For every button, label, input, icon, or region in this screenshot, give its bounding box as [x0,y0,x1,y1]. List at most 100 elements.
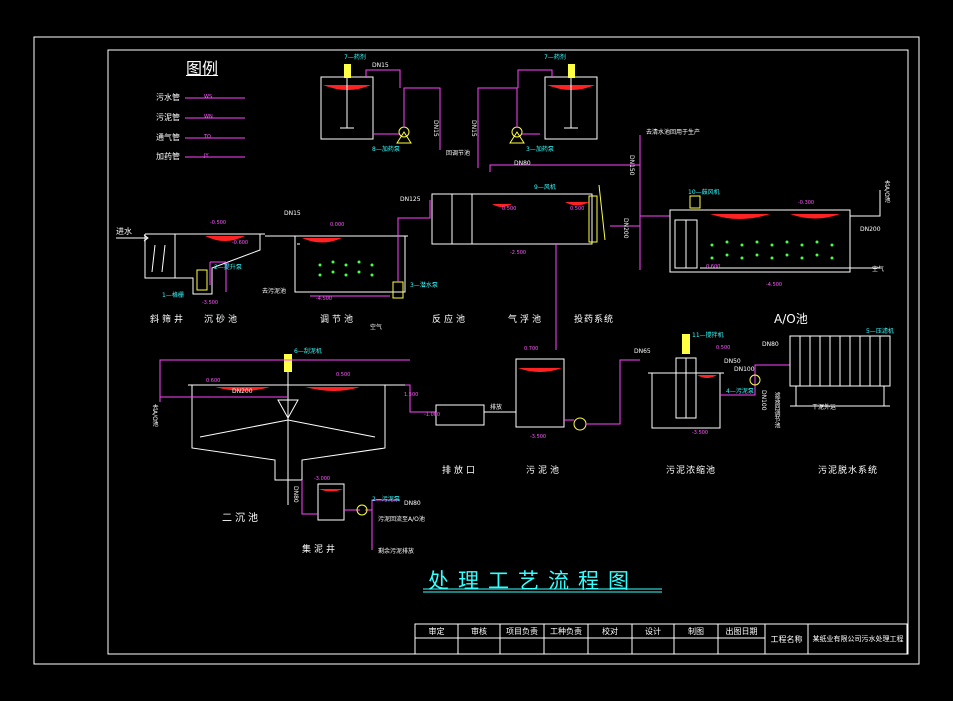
water-level-clarifier [215,387,270,391]
label-dosing-system: 投药系统 [574,315,615,325]
outer-frame [33,36,920,665]
annotation-clean-water-reuse: 去清水池回用于生产 [646,129,701,136]
water-level-sludge [518,368,562,372]
elevation-10: 0.600 [706,264,721,270]
ao-outlet-pipe [850,190,881,217]
clarifier-scraper [284,354,292,372]
label-air-flotation: 气浮池 [508,315,545,325]
tag-blower: 10—鼓风机 [688,189,720,196]
water-level-ao [710,214,770,219]
legend-code-air: TQ [204,134,211,140]
elevation-8: 0.500 [570,206,585,212]
sludge-tank-pipe [564,359,640,425]
title-block-project-label: 工程名称 [770,635,803,644]
annotation-filtrate: 滤液回调节池 [773,392,780,428]
title-block-grid [414,623,908,655]
water-level-clarifier-2 [305,387,360,391]
annotation-dn100-b: DN100 [760,390,767,411]
thickener-pump [749,374,761,386]
title-block-date: 出图日期 [725,627,758,636]
secondary-clarifier [188,370,405,505]
elevation-1: -0.500 [210,220,227,226]
clarifier-outlet-pipe [405,384,436,413]
tag-dosing-pump-left: 8—加药泵 [372,146,400,153]
legend-lines [185,97,245,158]
annotation-remaining-sludge: 剩余污泥排放 [378,548,415,555]
annotation-to-ao: 去A/O池 [883,180,890,203]
elevation-19: 1.500 [404,392,419,398]
discharge-outlet-box [435,404,485,426]
grating-grit-structure [144,233,265,295]
legend-code-sludge: WN [204,114,213,120]
tag-filter-press: 5—压滤机 [866,328,894,335]
water-level-reaction [492,204,512,207]
annotation-dn200-c: DN200 [232,388,253,395]
tag-scraper: 6—刮泥机 [294,348,322,355]
grit-pump [196,261,227,292]
elevation-4: -4.500 [316,296,333,302]
tag-submersible-pump: 3—潜水泵 [410,282,438,289]
legend-code-sewage: WS [204,94,213,100]
title-block-design: 设计 [645,627,661,636]
annotation-dn80-b: DN80 [762,341,779,348]
annotation-dn15-c: DN15 [470,120,477,137]
legend-item-sludge: 污泥管 [156,113,180,122]
dosing-tank-right [544,64,598,140]
tag-mixer: 11—搅拌机 [692,332,724,339]
label-ao-tank: A/O池 [774,312,808,326]
sludge-well [317,483,345,521]
annotation-dn65: DN65 [634,348,651,355]
flotation-scraper [588,184,606,243]
annotation-dn80-top: DN80 [514,160,531,167]
elevation-17: 0.500 [716,345,731,351]
title-block-approve: 审定 [428,627,445,636]
elevation-14: -3.000 [314,476,331,482]
annotation-dn80-d: DN80 [292,486,299,503]
label-grit-chamber: 沉砂池 [204,315,241,325]
aeration-bubbles-ao [710,240,834,260]
label-equalization-tank: 调节池 [320,315,357,325]
label-sludge-well: 集泥井 [302,545,339,555]
tag-fan: 9—风机 [534,184,556,191]
water-level-grit [205,236,245,241]
dosing-tank-left [320,64,374,140]
elevation-11: -4.500 [766,282,783,288]
tag-thickener-pump: 4—污泥泵 [726,388,754,395]
elevation-16: -3.500 [530,434,547,440]
annotation-dn15-d: DN15 [284,210,301,217]
dosing-pipes [365,69,641,172]
legend-item-sewage: 污水管 [156,93,180,102]
annotation-return-equal: 回调节池 [446,150,471,157]
equalization-pump [392,281,404,299]
annotation-air-ao: 空气 [872,266,885,273]
elevation-12: 0.500 [336,372,351,378]
thickener-sludge-pipe [720,364,790,396]
legend-item-dosing: 加药管 [156,152,180,161]
elevation-7: -2.500 [510,250,527,256]
label-sludge-tank: 污泥池 [526,466,563,476]
tag-lift-pump: 2—提升泵 [214,264,242,271]
title-block-discipline-lead: 工种负责 [550,627,582,636]
annotation-dn200-a: DN200 [622,218,629,239]
label-secondary-clarifier: 二沉池 [222,513,261,524]
annotation-dn15-a: DN15 [372,62,389,69]
aeration-bubbles-equalization [318,260,374,277]
ao-blower [689,195,701,209]
tag-dosing-agent-left: 7—药剂 [344,54,366,61]
lift-pipe-equalization [397,200,431,282]
annotation-dn200-b: DN200 [860,226,881,233]
tag-sludge-pump: 2—污泥泵 [372,496,400,503]
annotation-discharge: 排放 [490,404,503,411]
tag-grating: 1—格栅 [162,292,184,299]
elevation-3: -3.500 [202,300,219,306]
elevation-5: 0.000 [330,222,345,228]
water-level-thickener [697,375,717,378]
elevation-2: -0.600 [232,240,249,246]
sludge-thickener [648,357,724,429]
annotation-dn100-a: DN100 [734,366,755,373]
thickener-mixer [682,334,690,354]
label-sludge-thickener: 污泥浓缩池 [666,466,717,476]
annotation-dn80-c: DN80 [404,500,421,507]
elevation-15: 0.700 [524,346,539,352]
